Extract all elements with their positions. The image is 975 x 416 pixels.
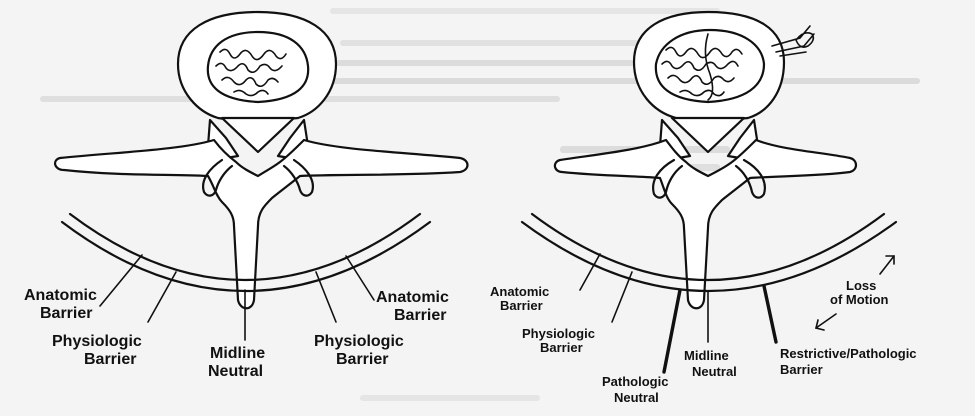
line-anatomic-barrier-right bbox=[345, 255, 375, 301]
label-anatomic-barrier: Anatomic Barrier bbox=[490, 284, 553, 313]
right-spinal-canal bbox=[670, 116, 746, 154]
left-facet-left bbox=[202, 158, 234, 197]
right-posterior-elements bbox=[553, 138, 858, 310]
left-posterior-elements bbox=[54, 138, 469, 310]
left-barrier-lines bbox=[99, 254, 375, 341]
label-physiologic-barrier: Physiologic Barrier bbox=[522, 326, 599, 355]
background-scan-noise bbox=[40, 8, 920, 401]
line-anatomic-barrier bbox=[579, 253, 601, 291]
arrow-down-left-head-icon bbox=[815, 319, 825, 331]
line-pathologic-neutral bbox=[662, 288, 682, 374]
label-restrictive-barrier: Restrictive/Pathologic Barrier bbox=[780, 346, 920, 377]
arrow-up-right-icon bbox=[879, 255, 895, 275]
label-pathologic-neutral: Pathologic Neutral bbox=[602, 374, 672, 405]
left-vertebra bbox=[54, 10, 469, 310]
right-facet-right bbox=[734, 158, 766, 199]
label-midline-neutral-right: Midline Neutral bbox=[684, 348, 737, 379]
right-facet-left bbox=[652, 158, 684, 199]
loss-of-motion-arrows bbox=[815, 255, 895, 331]
right-outer-arc bbox=[520, 220, 898, 292]
label-anatomic-barrier-right: Anatomic Barrier bbox=[376, 289, 453, 324]
left-nucleus-texture bbox=[215, 48, 287, 97]
arrow-up-right-head-icon bbox=[885, 255, 895, 265]
line-restrictive-barrier bbox=[762, 284, 778, 344]
right-disc-fiber-icon bbox=[771, 25, 815, 57]
right-nucleus-texture bbox=[661, 33, 743, 101]
right-labels: Anatomic Barrier Physiologic Barrier Pat… bbox=[490, 278, 920, 405]
arrow-down-left-icon bbox=[815, 313, 837, 329]
right-vertebra bbox=[553, 10, 858, 310]
right-barrier-lines bbox=[579, 253, 778, 374]
label-loss-of-motion: Loss of Motion bbox=[830, 278, 889, 307]
line-physiologic-barrier-left bbox=[147, 271, 177, 323]
line-physiologic-barrier bbox=[611, 271, 633, 323]
right-barrier-arcs bbox=[520, 212, 898, 292]
left-spinal-canal bbox=[220, 116, 296, 154]
line-anatomic-barrier-left bbox=[99, 254, 143, 307]
label-anatomic-barrier-left: Anatomic Barrier bbox=[24, 287, 101, 322]
left-nucleus bbox=[206, 30, 310, 104]
label-physiologic-barrier-left: Physiologic Barrier bbox=[52, 333, 146, 368]
label-midline-neutral: Midline Neutral bbox=[208, 345, 270, 380]
label-physiologic-barrier-right: Physiologic Barrier bbox=[314, 333, 408, 368]
right-nucleus bbox=[654, 28, 766, 104]
left-facet-right bbox=[282, 158, 314, 197]
left-labels: Anatomic Barrier Physiologic Barrier Mid… bbox=[24, 287, 453, 380]
right-inner-arc bbox=[530, 212, 886, 281]
left-inner-arc bbox=[68, 212, 422, 281]
line-physiologic-barrier-right bbox=[315, 271, 337, 323]
